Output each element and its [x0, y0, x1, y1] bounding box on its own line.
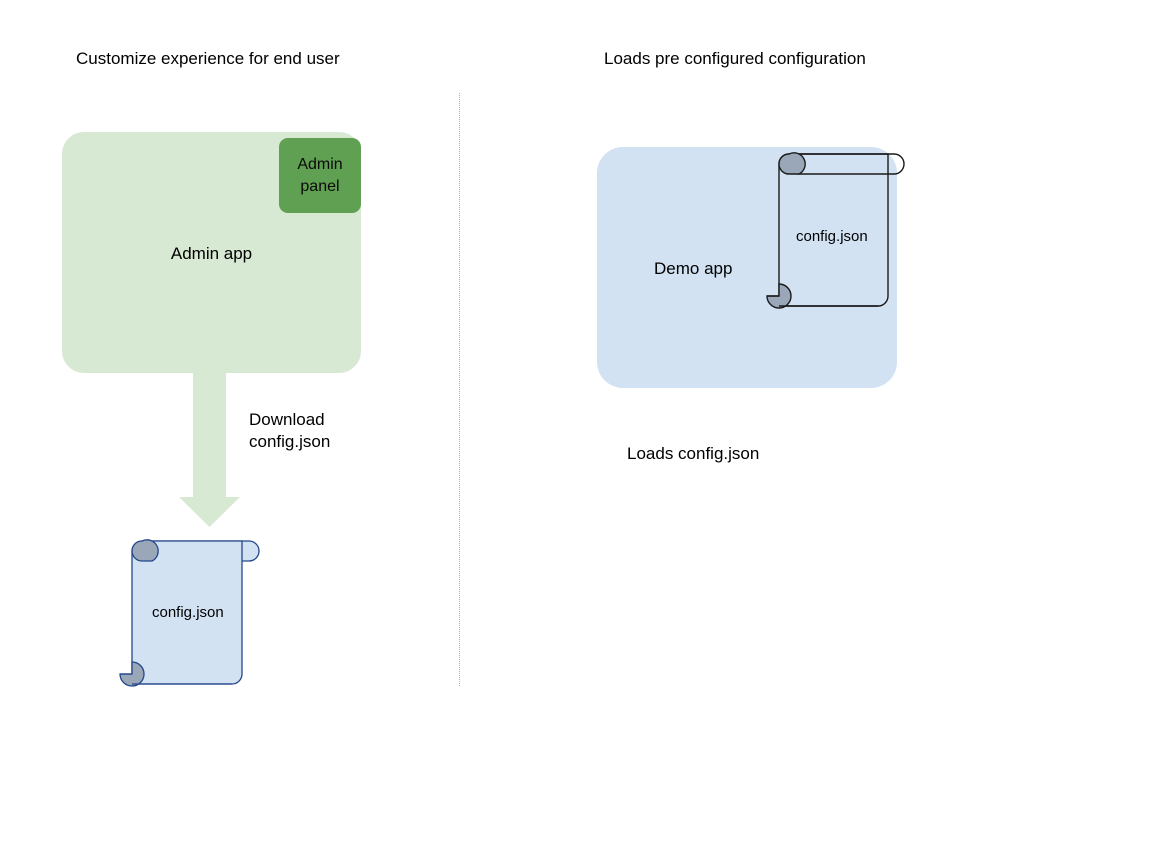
- loads-config-caption: Loads config.json: [627, 444, 760, 463]
- config-json-document-right[interactable]: [766, 148, 914, 316]
- download-caption-line1: Download: [249, 410, 325, 429]
- down-arrow-icon: [179, 370, 240, 527]
- config-json-document-left[interactable]: [118, 526, 268, 690]
- admin-panel-label-line1: Admin: [297, 155, 343, 173]
- admin-panel-label-line2: panel: [300, 177, 340, 195]
- config-json-label-right: config.json: [796, 228, 868, 245]
- left-panel-title: Customize experience for end user: [76, 49, 340, 68]
- demo-app-box[interactable]: Demo app: [597, 147, 897, 388]
- admin-panel-button[interactable]: Admin panel: [279, 138, 361, 213]
- download-arrow-caption: Download config.json: [249, 409, 330, 453]
- demo-app-label: Demo app: [654, 259, 733, 278]
- download-caption-line2: config.json: [249, 432, 331, 451]
- config-json-label-left: config.json: [152, 604, 224, 621]
- admin-panel-label: Admin panel: [297, 154, 342, 198]
- admin-app-label: Admin app: [170, 244, 253, 263]
- right-panel-title: Loads pre configured configuration: [604, 49, 866, 68]
- vertical-dotted-divider: [459, 93, 460, 686]
